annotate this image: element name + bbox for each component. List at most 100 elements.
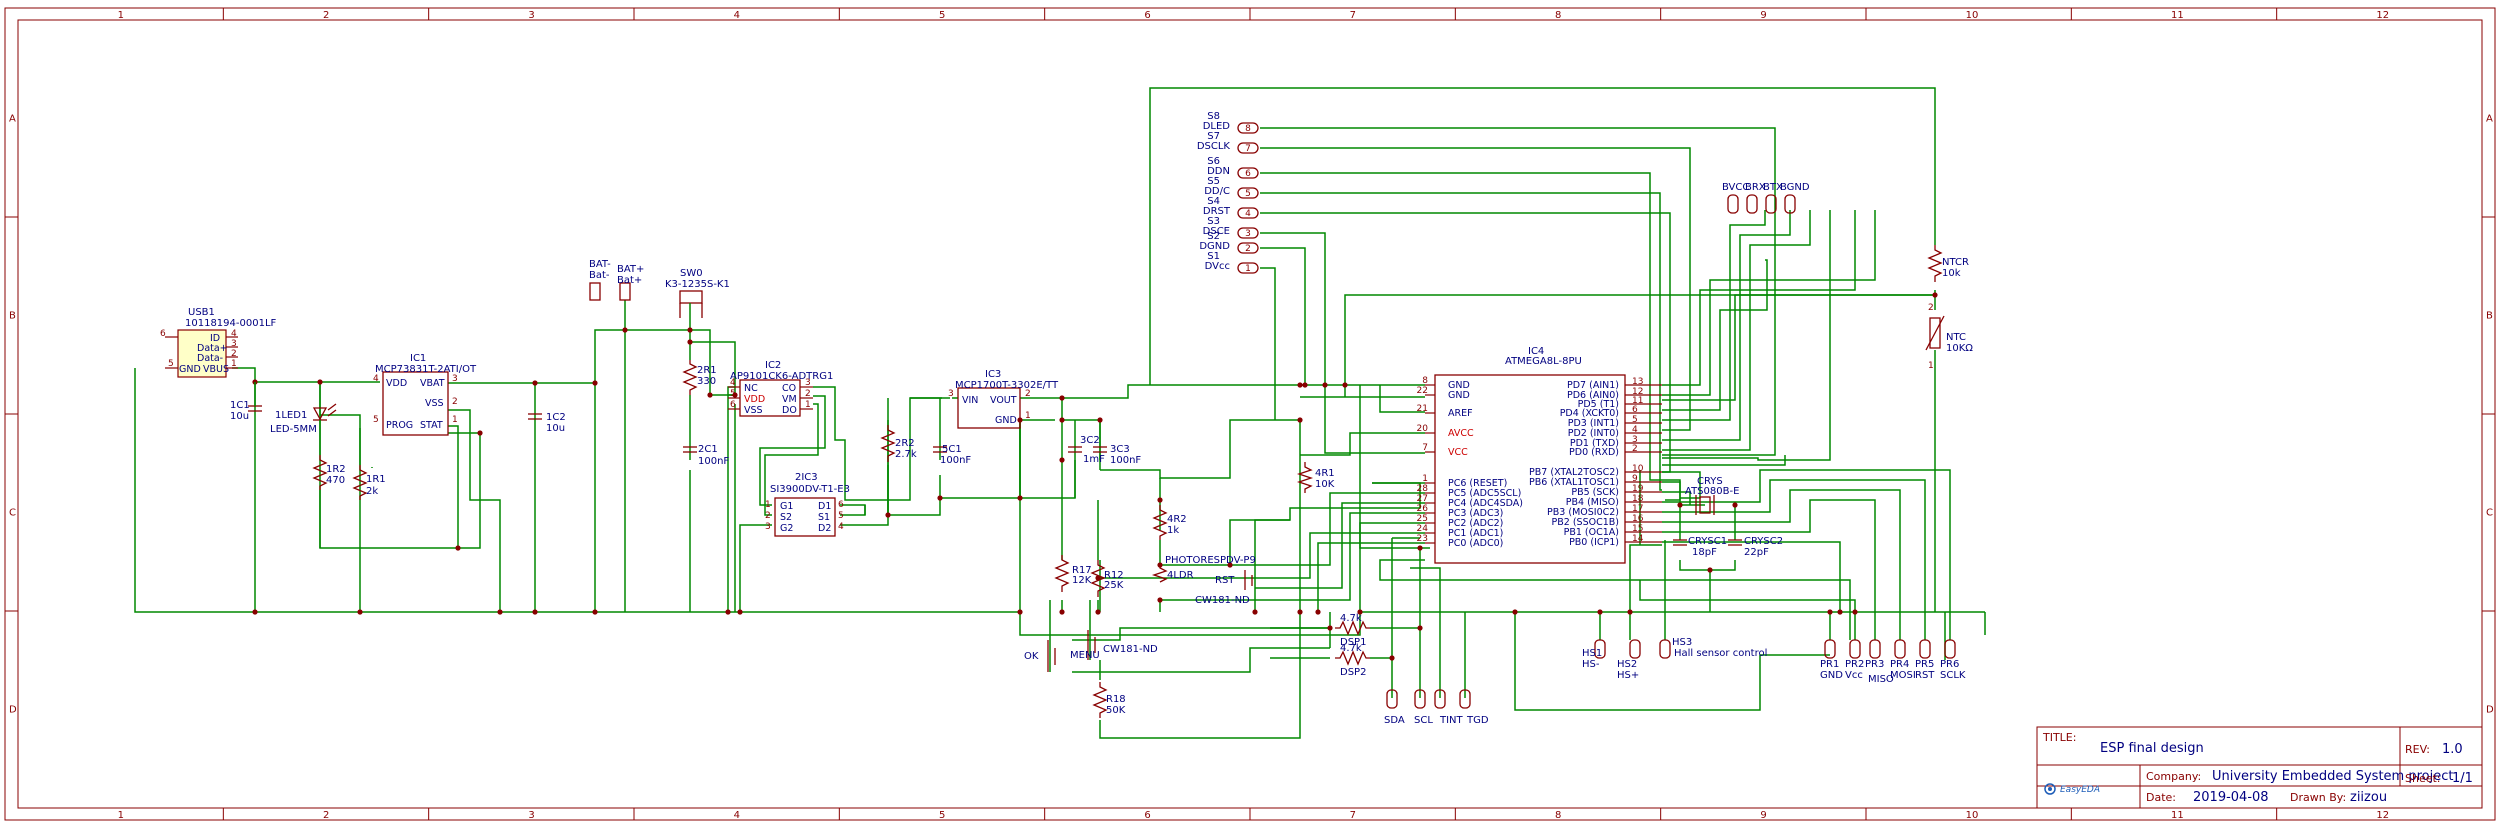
rev-value: 1.0	[2442, 742, 2463, 757]
capacitor-crysc2[interactable]: CRYSC2 22pF	[1728, 536, 1783, 558]
resistor-dsp1[interactable]: 4.7k DSP1	[1335, 613, 1370, 648]
3c3-value: 100nF	[1110, 455, 1141, 466]
usb-connector[interactable]: USB1 10118194-0001LF ID Data+ Data- GND …	[160, 307, 277, 378]
i2c-pin[interactable]	[1414, 689, 1426, 709]
resistor-1r1[interactable]: 1R1 2k	[352, 428, 386, 500]
prog-header-pin[interactable]	[1944, 639, 1956, 659]
2ic3-value: SI3900DV-T1-E3	[770, 484, 850, 495]
i2c-pin[interactable]	[1386, 689, 1398, 709]
ok-button-switch[interactable]: OK	[1024, 640, 1056, 672]
3c2-ref: 3C2	[1080, 435, 1100, 446]
bt-header-pin[interactable]	[1746, 194, 1758, 214]
capacitor-3c2[interactable]: 3C2 1mF	[1068, 435, 1105, 465]
capacitor-1c2[interactable]: 1C2 10u	[528, 412, 566, 434]
resistor-r17[interactable]: R17 12K	[1054, 555, 1092, 592]
prog-header-pin[interactable]	[1869, 639, 1881, 659]
rst-ref: RST	[1215, 575, 1235, 586]
hall-pin[interactable]	[1659, 639, 1671, 659]
frame-row-right: C	[2486, 508, 2493, 519]
display-header-pin[interactable]	[1237, 227, 1259, 239]
display-header-net-label: DDN	[1207, 166, 1230, 177]
charger-ic-ic1[interactable]: IC1 MCP73831T-2ATI/OT VDD VBAT VSS PROG …	[373, 353, 477, 436]
ic4-right-pin-label: PB7 (XTAL2TOSC2)	[1529, 467, 1619, 478]
prog-header-pin[interactable]	[1849, 639, 1861, 659]
battery-plus-terminal[interactable]: BAT+ Bat+	[617, 264, 644, 301]
display-header-pin[interactable]	[1237, 122, 1259, 134]
ic1-num-5: 5	[373, 415, 379, 425]
display-header-pin[interactable]	[1237, 142, 1259, 154]
capacitor-3c3[interactable]: 3C3 100nF	[1093, 444, 1141, 466]
crystal-crys[interactable]: CRYS ATS080B-E	[1685, 476, 1739, 515]
ic4-right-pin-label: PD2 (INT0)	[1568, 428, 1619, 439]
frame-col-bottom: 10	[1966, 810, 1979, 821]
resistor-dsp2[interactable]: 4.7k DSP2	[1335, 643, 1370, 678]
capacitor-5c1[interactable]: 5C1 100nF	[933, 444, 971, 466]
ic2-ref: IC2	[765, 360, 781, 371]
resistor-ntcr[interactable]: NTCR 10k	[1927, 245, 1969, 282]
reset-button-switch[interactable]: RST CW181-ND	[1195, 570, 1253, 606]
resistor-4r1[interactable]: 4R1 10K	[1296, 462, 1335, 493]
display-header[interactable]: 8S8DLED7S7DSCLK6S6DDN5S5DD/C4S4DRST3S3DS…	[1197, 111, 1259, 274]
display-header-pin-num: 6	[1245, 169, 1251, 179]
ntcr-ref: NTCR	[1942, 257, 1969, 268]
ic4-left-pin-num: 22	[1417, 386, 1428, 396]
1c2-ref: 1C2	[546, 412, 566, 423]
frame-col-top: 8	[1555, 10, 1561, 21]
display-header-pin[interactable]	[1237, 187, 1259, 199]
ic1-value: MCP73831T-2ATI/OT	[375, 364, 477, 375]
bt-header-pin[interactable]	[1765, 194, 1777, 214]
resistor-r18[interactable]: R18 50K	[1092, 682, 1126, 718]
display-header-pin[interactable]	[1237, 242, 1259, 254]
prog-header-pin[interactable]	[1894, 639, 1906, 659]
prog-header-pin[interactable]	[1919, 639, 1931, 659]
i2c-pin[interactable]	[1434, 689, 1446, 709]
ic3-pin-gnd: GND	[995, 415, 1017, 426]
frame-col-bottom: 1	[118, 810, 124, 821]
r12-ref: R12	[1104, 570, 1124, 581]
thermistor-ntc[interactable]: NTC 10KΩ 2 1	[1925, 303, 1973, 371]
protection-ic-ic2[interactable]: IC2 AP9101CK6-ADTRG1 NC VDD VSS CO VM DO…	[728, 360, 833, 417]
usb1-num-6: 6	[160, 329, 166, 339]
bt-header-pin[interactable]	[1784, 194, 1796, 214]
ic4-left-pin-label: PC6 (RESET)	[1448, 478, 1507, 489]
resistor-4r2[interactable]: 4R2 1k	[1152, 505, 1187, 540]
led[interactable]: 1LED1 LED-5MM	[270, 403, 337, 435]
prog-header-pin[interactable]	[1824, 639, 1836, 659]
hall-pin[interactable]	[1594, 639, 1606, 659]
capacitor-1c1[interactable]: 1C1 10u	[230, 382, 262, 422]
hall-pin[interactable]	[1629, 639, 1641, 659]
bt-header-pin[interactable]	[1727, 194, 1739, 214]
capacitor-2c1[interactable]: 2C1 100nF	[683, 444, 729, 467]
display-header-pin[interactable]	[1237, 207, 1259, 219]
i2c-pin[interactable]	[1459, 689, 1471, 709]
battery-minus-terminal[interactable]: BAT- Bat-	[589, 259, 611, 301]
display-header-s-label: S7	[1207, 131, 1220, 142]
crysc1-ref: CRYSC1	[1688, 536, 1727, 547]
photoresistor-ldr[interactable]: PHOTORESPDV-P9 4LDR	[1151, 555, 1256, 583]
resistor-r12[interactable]: R12 25K	[1090, 560, 1124, 597]
display-header-pin[interactable]	[1237, 262, 1259, 274]
regulator-ic3[interactable]: IC3 MCP1700T-3302E/TT VIN VOUT GND 3 2 1	[948, 369, 1059, 429]
menu-button-switch[interactable]: MENU CW181-ND	[1070, 630, 1158, 661]
r17-ref: R17	[1072, 565, 1092, 576]
resistor-1r2[interactable]: 1R2 470	[312, 420, 346, 548]
ic4-left-pin-label: PC0 (ADC0)	[1448, 538, 1503, 549]
display-header-pin-num: 2	[1245, 244, 1251, 254]
display-header-pin[interactable]	[1237, 167, 1259, 179]
power-switch-sw0[interactable]: SW0 K3-1235S-K1	[665, 268, 730, 318]
capacitor-crysc1[interactable]: CRYSC1 18pF	[1673, 536, 1727, 558]
frame-col-bottom: 12	[2376, 810, 2389, 821]
ic2-pin-vdd: VDD	[744, 394, 765, 405]
mosfet-2ic3[interactable]: 2IC3 SI3900DV-T1-E3 G1 S2 G2 D1 S1 D2 1 …	[765, 472, 850, 537]
ic4-right-pin-label: PD1 (TXD)	[1570, 438, 1619, 449]
ntc-value: 10KΩ	[1946, 343, 1973, 354]
ic4-right-pin-label: PB6 (XTAL1TOSC1)	[1529, 477, 1619, 488]
ic4-left-pin-num: 23	[1417, 534, 1428, 544]
resistor-2r1[interactable]: 2R1 330	[682, 360, 717, 440]
resistor-2r2[interactable]: 2R2 2.7k	[880, 425, 917, 462]
